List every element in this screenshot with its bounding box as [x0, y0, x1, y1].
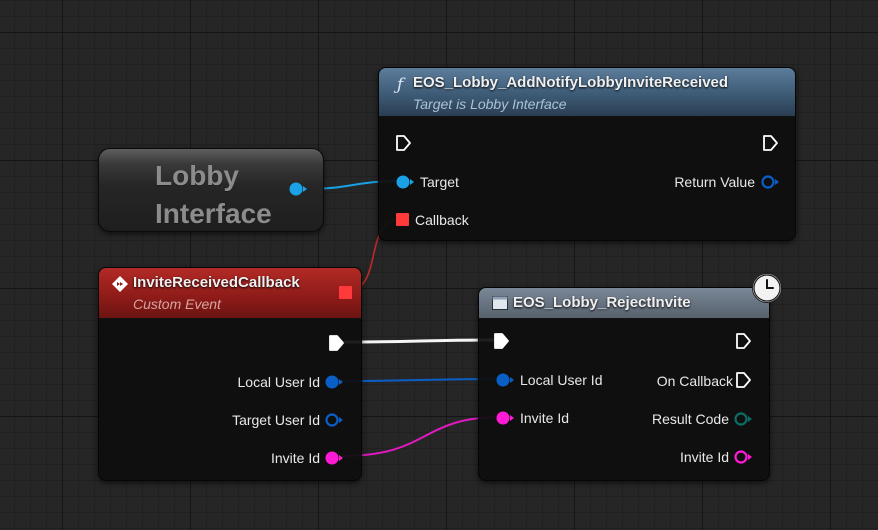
invite-id-out-pin[interactable] [733, 449, 753, 465]
callback-input-pin[interactable] [396, 213, 409, 226]
local-user-id-output-pin[interactable] [324, 374, 344, 390]
return-value-output-pin[interactable] [760, 174, 780, 190]
reject-invite-node[interactable]: EOS_Lobby_RejectInvite Local User Id On … [478, 287, 770, 481]
reject-local-user-id-label: Local User Id [520, 372, 603, 388]
event-diamond-icon [112, 276, 128, 292]
custom-event-title: InviteReceivedCallback [133, 274, 300, 291]
target-input-pin[interactable] [395, 174, 415, 190]
lobby-interface-title: Lobby Interface [155, 160, 272, 229]
result-code-label: Result Code [651, 411, 729, 427]
reject-invite-id-label: Invite Id [520, 410, 570, 426]
on-callback-exec-out-pin[interactable] [735, 371, 753, 389]
custom-event-header[interactable]: InviteReceivedCallback Custom Event [99, 268, 361, 319]
reject-invite-id-input-pin[interactable] [495, 410, 515, 426]
lobby-interface-node[interactable]: Lobby Interface [98, 148, 324, 232]
target-pin-label: Target [420, 174, 459, 190]
target-user-id-pin-label: Target User Id [232, 412, 320, 428]
return-value-pin-label: Return Value [674, 174, 755, 190]
add-notify-header[interactable]: ƒ EOS_Lobby_AddNotifyLobbyInviteReceived… [379, 68, 795, 117]
on-callback-label: On Callback [656, 373, 733, 389]
invite-id-out-label: Invite Id [679, 449, 729, 465]
local-user-id-pin-label: Local User Id [237, 374, 320, 390]
invite-id-output-pin[interactable] [324, 450, 344, 466]
custom-event-node[interactable]: InviteReceivedCallback Custom Event Loca… [98, 267, 362, 481]
target-user-id-output-pin[interactable] [324, 412, 344, 428]
lobby-interface-output-pin[interactable] [288, 181, 308, 197]
custom-event-exec-out-pin[interactable] [328, 334, 346, 352]
custom-event-subtitle: Custom Event [133, 296, 221, 312]
invite-id-pin-label: Invite Id [270, 450, 320, 466]
reject-invite-exec-in-pin[interactable] [493, 332, 511, 350]
reject-local-user-id-input-pin[interactable] [495, 372, 515, 388]
clock-icon [752, 273, 782, 303]
callback-pin-label: Callback [415, 212, 469, 228]
delegate-output-pin[interactable] [339, 286, 352, 299]
reject-invite-exec-out-pin[interactable] [735, 332, 753, 350]
async-node-icon [492, 296, 508, 310]
reject-invite-header[interactable]: EOS_Lobby_RejectInvite [479, 288, 769, 319]
add-notify-subtitle: Target is Lobby Interface [413, 96, 567, 112]
wire-exec[interactable] [341, 338, 498, 344]
function-icon: ƒ [396, 75, 404, 95]
add-notify-node[interactable]: ƒ EOS_Lobby_AddNotifyLobbyInviteReceived… [378, 67, 796, 241]
add-notify-title: EOS_Lobby_AddNotifyLobbyInviteReceived [413, 74, 729, 91]
add-notify-exec-in-pin[interactable] [395, 134, 413, 152]
result-code-output-pin[interactable] [733, 411, 753, 427]
reject-invite-title: EOS_Lobby_RejectInvite [513, 294, 691, 311]
add-notify-exec-out-pin[interactable] [762, 134, 780, 152]
